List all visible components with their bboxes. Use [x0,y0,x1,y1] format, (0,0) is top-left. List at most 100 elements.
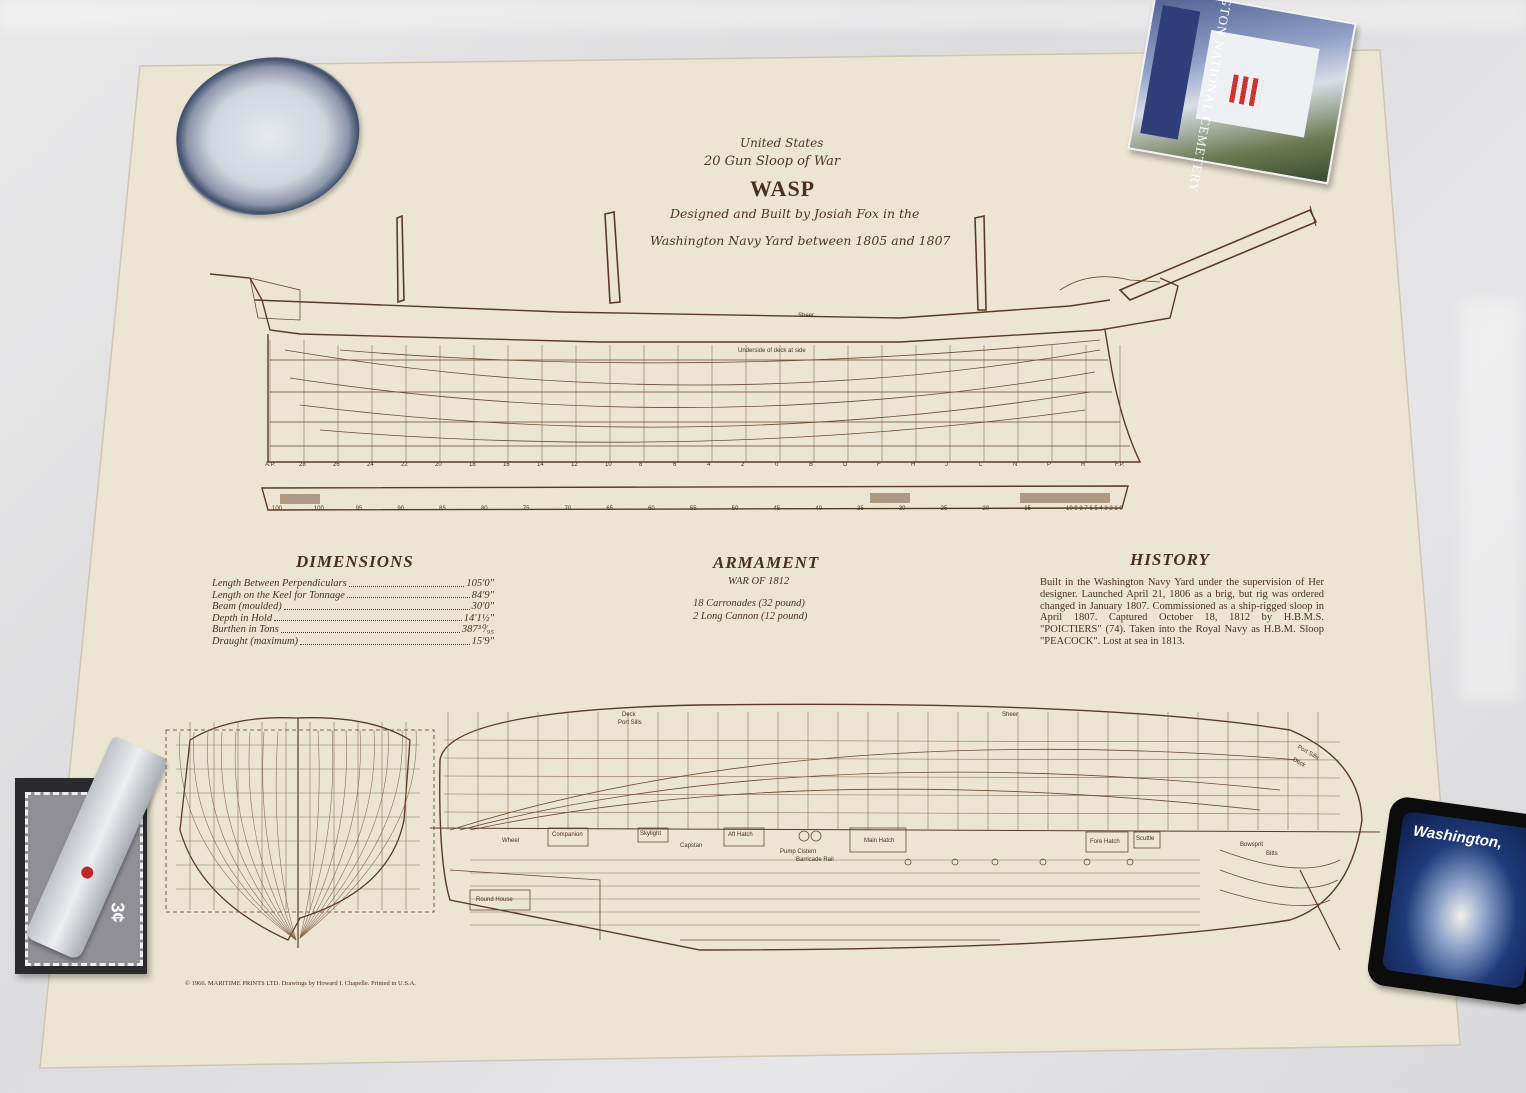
station-label: 28 [299,462,306,468]
station-label: 24 [367,462,374,468]
station-label: 20 [435,462,442,468]
body-section-fwd [299,729,334,939]
dimension-value: 84'9" [471,589,494,601]
station-label: 16 [503,462,510,468]
header-line-1: United States [740,136,824,150]
dimension-leader [346,590,470,599]
station-label: D [843,462,848,468]
plan-sheer-label: Sheer [1002,712,1019,718]
arlington-magnet-band [1140,5,1201,140]
scale-label: 70 [564,506,572,512]
dimension-leader [300,636,470,645]
plan-gunport-marker [951,858,959,866]
flag-icon [1229,74,1264,108]
profile-underside-label: Underside of deck at side [738,348,806,354]
body-section-fwd [299,729,361,939]
plan-buttock-line [443,757,1341,761]
body-section-aft [275,731,297,941]
body-section-aft [207,731,297,941]
ship-title: WASP [750,176,816,201]
station-label: H [911,462,916,468]
plan-gunport-marker [904,858,912,866]
dimension-row: Draught (maximum) 15'9" [212,636,494,648]
body-section-fwd [299,729,403,939]
station-label: 8 [639,462,643,468]
star-emblem-icon [79,864,96,881]
plan-pump-cistern-label: Pump Cistern [780,849,817,855]
body-section-aft [193,731,297,941]
dimension-row: Length Between Perpendiculars 105'0" [212,578,494,590]
dimension-label: Length Between Perpendiculars [212,578,347,589]
plan-gunport-marker [1039,858,1047,866]
plan-bitts-label: Bitts [1266,851,1278,857]
plan-buttock-line [443,775,1341,779]
station-label: 22 [401,462,408,468]
header-line-3: Designed and Built by Josiah Fox in the [670,206,920,221]
hull-profile [209,273,1179,463]
scale-label: 20 [982,506,990,512]
station-label: P [1047,462,1052,468]
scale-label: 45 [773,506,781,512]
station-label: 4 [707,462,711,468]
scale-label: 40 [815,506,822,512]
station-label: F [877,462,881,468]
plan-round-house-label: Round House [476,897,513,903]
station-label: R [1081,462,1086,468]
dimension-row: Beam (moulded) 30'0" [212,601,494,613]
plan-skylight-label: Skylight [640,831,662,837]
body-section-fwd [299,729,417,939]
armament-subheading: WAR OF 1812 [728,576,790,587]
station-label: 26 [333,462,340,468]
dimension-leader [348,578,465,587]
dimension-value: 15'9" [471,635,494,647]
station-label: 14 [537,462,544,468]
body-section-fwd [299,729,375,939]
plan-deck-label: Deck [622,712,636,718]
footer-credit: © 1966. MARITIME PRINTS LTD. Drawings by… [185,980,416,987]
scale-label: 35 [857,506,864,512]
dimension-leader [280,624,460,633]
history-text: Built in the Washington Navy Yard under … [1040,577,1324,647]
station-label: J [945,462,948,468]
body-section-aft [234,731,297,941]
scale-label: 95 [355,506,363,512]
station-label: B [809,462,814,468]
plan-buttock-line [443,811,1341,815]
body-section-aft [262,731,297,941]
body-plan-grid [176,722,420,941]
deck-plan [429,703,1381,951]
station-label: A.P. [265,462,276,468]
station-label: 10 [605,462,612,468]
body-section-fwd [299,729,347,939]
scale-label: 50 [731,506,739,512]
masts [396,205,1318,311]
plan-fore-hatch-label: Fore Hatch [1090,839,1120,845]
scale-label: 55 [689,506,697,512]
dimension-value: 387³⁰⁄₉₅ [461,624,494,636]
dimension-label: Beam (moulded) [212,601,282,613]
plan-gunport-marker [1083,858,1091,866]
plan-wheel-label: Wheel [502,838,520,844]
body-plan [165,717,435,948]
scale-label: 100 [272,506,283,512]
station-lines [269,340,1121,462]
plan-buttock-line [443,739,1341,743]
dimension-label: Draught (maximum) [212,635,299,647]
station-label: 2 [741,462,745,468]
armament-item-1: 18 Carronades (32 pound) [693,598,805,609]
plan-capstan-label: Capstan [680,843,703,849]
dimension-value: 105'0" [466,578,494,589]
body-section-aft [248,731,297,941]
station-label: N [1013,462,1018,468]
body-section-aft [221,731,297,941]
plan-main-hatch-label: Main Hatch [864,838,895,844]
header-line-2: 20 Gun Sloop of War [704,154,841,169]
dimensions-list: Length Between Perpendiculars 105'0"Lengt… [212,578,494,648]
body-section-fwd [299,729,389,939]
dimension-value: 30'0" [471,601,494,613]
dimension-label: Depth in Hold [212,612,273,624]
plan-bowsprit-label: Bowsprit [1240,842,1264,848]
scale-label: 90 [397,506,405,512]
